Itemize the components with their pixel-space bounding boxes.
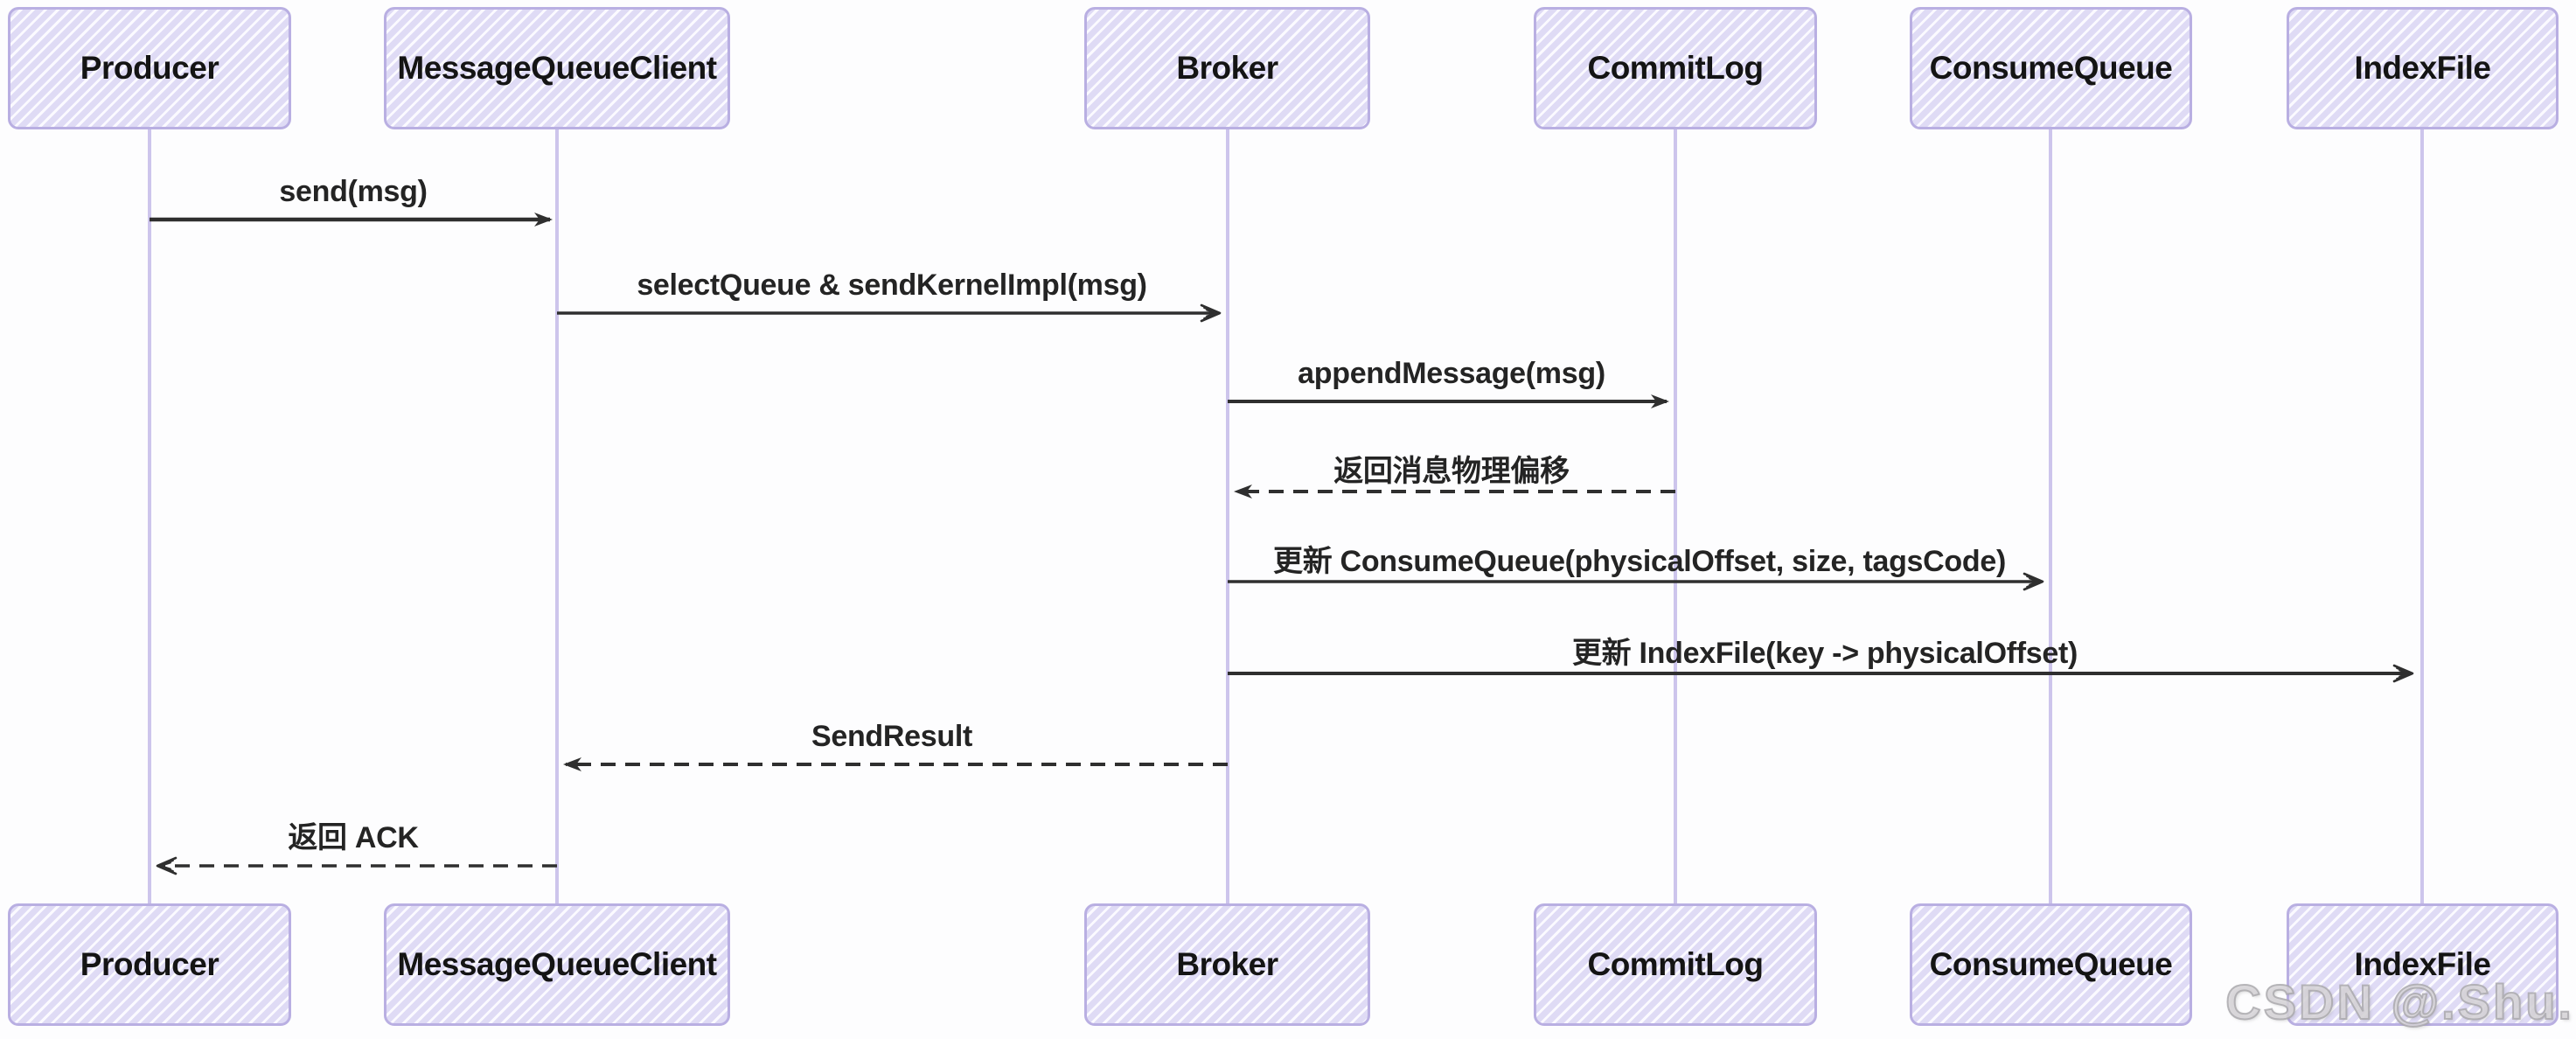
participant-label: Broker xyxy=(1176,946,1278,982)
lifeline-producer xyxy=(148,129,151,903)
participant-label: IndexFile xyxy=(2354,946,2491,982)
participant-box-consumequeue-bottom: ConsumeQueue xyxy=(1910,903,2192,1026)
message-label-return-ack: 返回 ACK xyxy=(288,821,419,854)
participant-label: MessageQueueClient xyxy=(397,946,717,982)
participant-label: ConsumeQueue xyxy=(1929,946,2173,982)
message-label-sendresult: SendResult xyxy=(811,720,973,753)
participant-box-producer-top: Producer xyxy=(8,7,291,129)
participant-box-indexfile-bottom: IndexFile xyxy=(2287,903,2559,1026)
participant-box-consumequeue-top: ConsumeQueue xyxy=(1910,7,2192,129)
participant-box-indexfile-top: IndexFile xyxy=(2287,7,2559,129)
participant-box-broker-bottom: Broker xyxy=(1084,903,1370,1026)
message-label-appendmessage: appendMessage(msg) xyxy=(1298,357,1605,390)
participant-label: CommitLog xyxy=(1587,946,1764,982)
participant-box-broker-top: Broker xyxy=(1084,7,1370,129)
lifeline-consumequeue xyxy=(2049,129,2052,903)
participant-label: Producer xyxy=(80,50,219,86)
message-label-selectqueue-sendkernelimpl: selectQueue & sendKernelImpl(msg) xyxy=(637,268,1147,302)
participant-label: MessageQueueClient xyxy=(397,50,717,86)
participant-label: Broker xyxy=(1176,50,1278,86)
lifeline-messagequeueclient xyxy=(555,129,559,903)
message-label-send-msg: send(msg) xyxy=(279,175,428,208)
participant-label: ConsumeQueue xyxy=(1929,50,2173,86)
participant-box-messagequeueclient-top: MessageQueueClient xyxy=(384,7,730,129)
participant-label: CommitLog xyxy=(1587,50,1764,86)
message-label-update-indexfile: 更新 IndexFile(key -> physicalOffset) xyxy=(1571,637,2078,670)
lifeline-commitlog xyxy=(1674,129,1677,903)
lifeline-broker xyxy=(1226,129,1229,903)
csdn-watermark: CSDN @.Shu. xyxy=(2224,973,2574,1030)
participant-box-messagequeueclient-bottom: MessageQueueClient xyxy=(384,903,730,1026)
message-label-return-physical-offset: 返回消息物理偏移 xyxy=(1333,455,1570,488)
participant-box-commitlog-bottom: CommitLog xyxy=(1534,903,1817,1026)
participant-label: IndexFile xyxy=(2354,50,2491,86)
message-label-update-consumequeue: 更新 ConsumeQueue(physicalOffset, size, ta… xyxy=(1273,545,2006,578)
participant-box-commitlog-top: CommitLog xyxy=(1534,7,1817,129)
lifeline-indexfile xyxy=(2420,129,2424,903)
participant-box-producer-bottom: Producer xyxy=(8,903,291,1026)
participant-label: Producer xyxy=(80,946,219,982)
